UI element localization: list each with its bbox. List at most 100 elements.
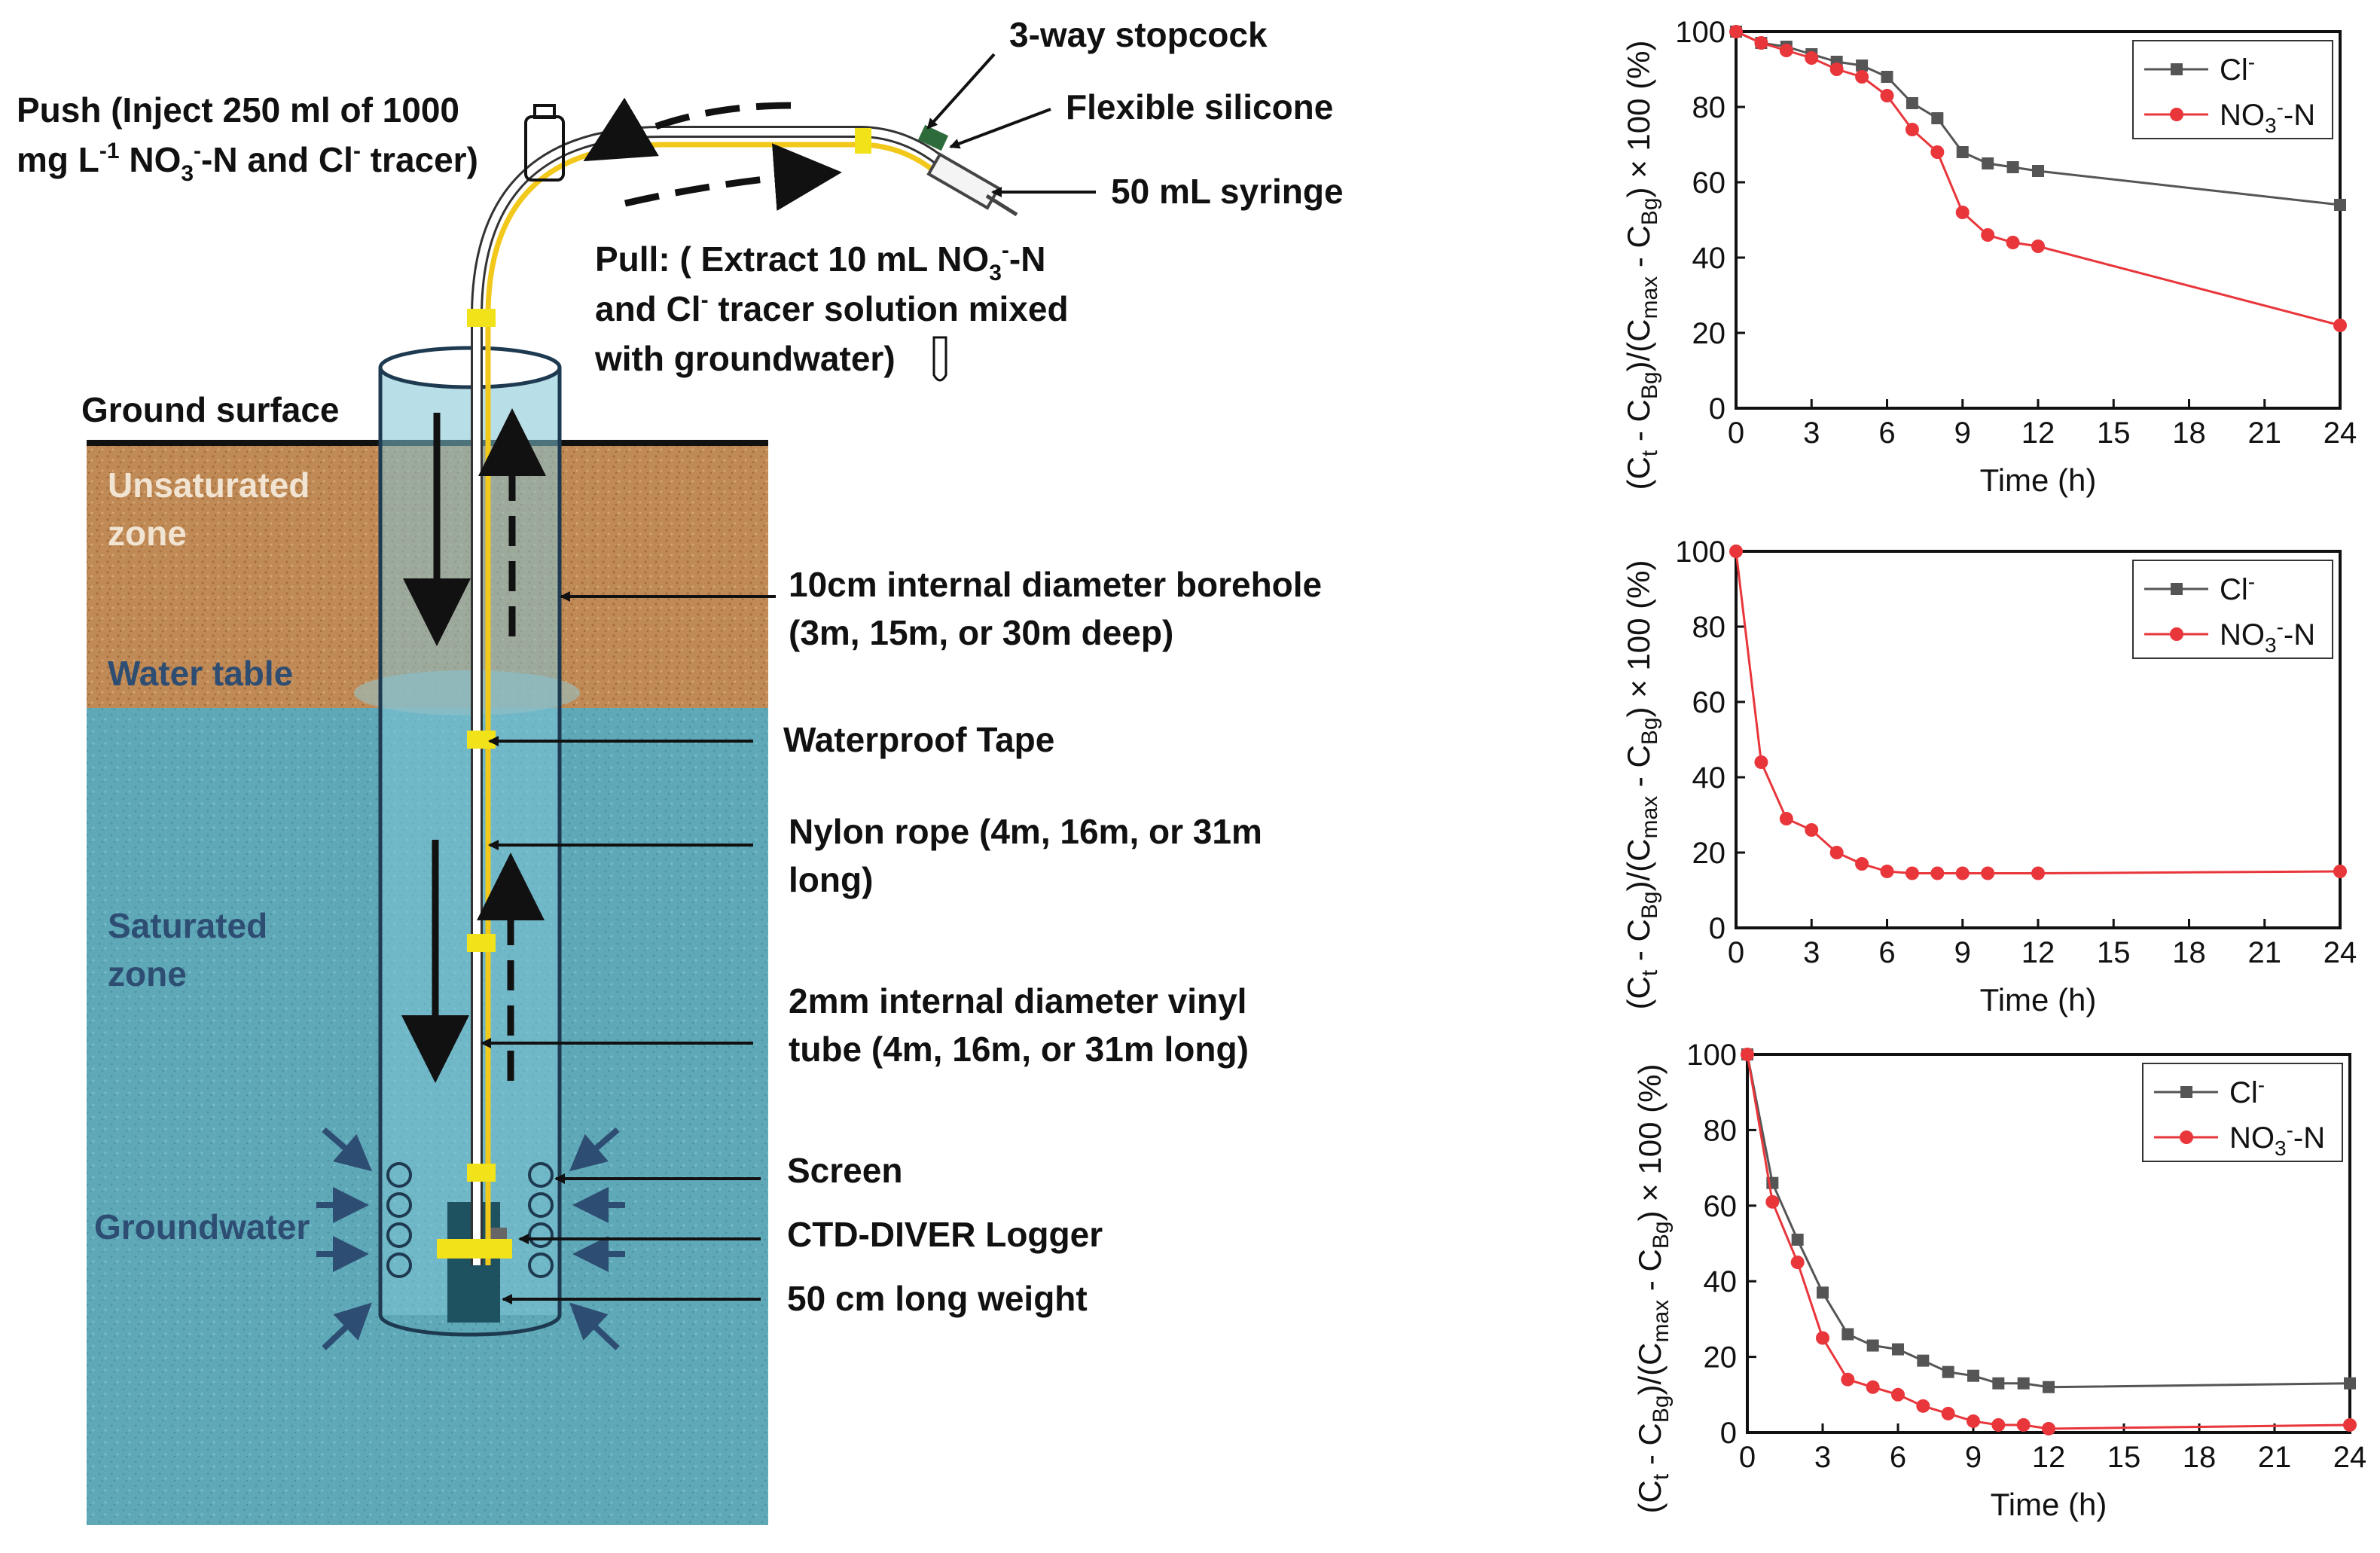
- x-tick-label: 3: [1803, 936, 1820, 969]
- data-point: [1955, 206, 1970, 219]
- label-weight: 50 cm long weight: [787, 1279, 1088, 1318]
- data-point: [2333, 865, 2347, 878]
- borehole-top: [378, 346, 562, 389]
- label-flexible-silicone: Flexible silicone: [1066, 87, 1333, 127]
- x-tick-label: 24: [2333, 1441, 2367, 1474]
- y-tick-label: 80: [1692, 611, 1726, 644]
- x-tick-label: 6: [1878, 416, 1895, 450]
- data-point: [1805, 823, 1819, 837]
- data-point: [2333, 319, 2347, 332]
- y-tick-label: 20: [1692, 317, 1726, 350]
- data-point: [1992, 1377, 2005, 1390]
- data-point: [1956, 146, 1969, 158]
- data-point: [2031, 866, 2045, 880]
- data-point: [1930, 145, 1945, 159]
- legend-label: NO3--N: [2229, 1118, 2325, 1160]
- y-axis-label: (Ct - CBg)/(Cmax - CBg) × 100 (%): [1621, 41, 1662, 490]
- data-point: [1906, 97, 1918, 109]
- data-point: [2031, 240, 2045, 253]
- data-point: [1981, 866, 1995, 880]
- data-point: [1982, 157, 1994, 169]
- label-ground-surface: Ground surface: [81, 390, 340, 429]
- label-stopcock: 3-way stopcock: [1009, 15, 1268, 54]
- x-tick-label: 12: [2021, 936, 2055, 969]
- groundwater-arrows: [316, 1127, 625, 1350]
- x-axis-label: Time (h): [1991, 1487, 2107, 1522]
- x-tick-label: 6: [1878, 936, 1895, 969]
- legend-box: [2142, 1063, 2343, 1162]
- y-tick-label: 60: [1704, 1190, 1738, 1223]
- x-tick-label: 18: [2172, 936, 2206, 969]
- x-tick-label: 24: [2324, 936, 2357, 969]
- data-point: [1856, 59, 1869, 72]
- data-point: [2032, 165, 2044, 177]
- legend-box: [2132, 560, 2333, 659]
- data-point: [1931, 112, 1944, 124]
- x-tick-label: 15: [2097, 416, 2131, 450]
- y-tick-label: 80: [1692, 91, 1726, 124]
- data-point: [1880, 89, 1894, 102]
- x-tick-label: 18: [2172, 416, 2206, 450]
- data-point: [2042, 1421, 2055, 1436]
- legend-marker: [2170, 627, 2183, 641]
- x-tick-label: 15: [2107, 1441, 2141, 1474]
- data-point: [2006, 236, 2020, 249]
- label-syringe: 50 mL syringe: [1111, 172, 1344, 211]
- y-tick-label: 100: [1675, 16, 1726, 49]
- x-tick-label: 9: [1954, 416, 1971, 450]
- bottle-icon: [524, 104, 565, 182]
- data-point: [1855, 857, 1869, 871]
- data-point: [1754, 755, 1768, 769]
- data-point: [1930, 866, 1945, 880]
- x-tick-label: 0: [1739, 1441, 1756, 1474]
- data-point: [1791, 1233, 1804, 1246]
- x-tick-label: 15: [2097, 936, 2131, 969]
- leader-lines: [481, 53, 1096, 1304]
- data-point: [2017, 1377, 2030, 1390]
- label-screen: Screen: [787, 1151, 902, 1190]
- borehole-bottom: [378, 1314, 562, 1337]
- borehole-diagram: 3-way stopcock Flexible silicone 50 mL s…: [17, 15, 1344, 1525]
- y-axis-label: (Ct - CBg)/(Cmax - CBg) × 100 (%): [1632, 1064, 1674, 1514]
- y-tick-label: 20: [1704, 1341, 1738, 1375]
- data-point: [1805, 51, 1819, 65]
- data-point: [2006, 161, 2019, 173]
- data-point: [1905, 123, 1919, 136]
- data-point: [1729, 25, 1743, 38]
- data-point: [1841, 1372, 1855, 1387]
- x-tick-label: 3: [1803, 416, 1820, 450]
- x-tick-label: 12: [2021, 416, 2055, 450]
- data-point: [1754, 36, 1768, 50]
- legend-marker: [2180, 1130, 2193, 1144]
- data-point: [1917, 1354, 1930, 1367]
- data-point: [1967, 1369, 1979, 1382]
- data-point: [1866, 1339, 1879, 1352]
- y-tick-label: 40: [1704, 1265, 1738, 1298]
- x-tick-label: 0: [1728, 416, 1744, 450]
- label-water-table: Water table: [108, 654, 293, 693]
- tube-vial-icon: [932, 336, 947, 382]
- x-tick-label: 24: [2324, 416, 2357, 450]
- data-point: [1741, 1048, 1754, 1061]
- legend-marker: [2171, 63, 2183, 75]
- x-tick-label: 18: [2183, 1441, 2217, 1474]
- data-point: [1892, 1343, 1904, 1356]
- data-point: [2344, 1377, 2356, 1390]
- data-point: [1866, 1380, 1880, 1394]
- x-tick-label: 3: [1814, 1441, 1831, 1474]
- data-point: [1729, 545, 1743, 558]
- legend-marker: [2171, 583, 2183, 595]
- data-point: [1779, 812, 1793, 825]
- y-tick-label: 60: [1692, 686, 1726, 719]
- legend-box: [2132, 40, 2333, 139]
- legend-marker: [2170, 108, 2183, 121]
- y-tick-label: 40: [1692, 242, 1726, 275]
- data-point: [2343, 1417, 2357, 1432]
- y-tick-label: 0: [1720, 1417, 1737, 1450]
- label-borehole: 10cm internal diameter borehole(3m, 15m,…: [789, 565, 1322, 652]
